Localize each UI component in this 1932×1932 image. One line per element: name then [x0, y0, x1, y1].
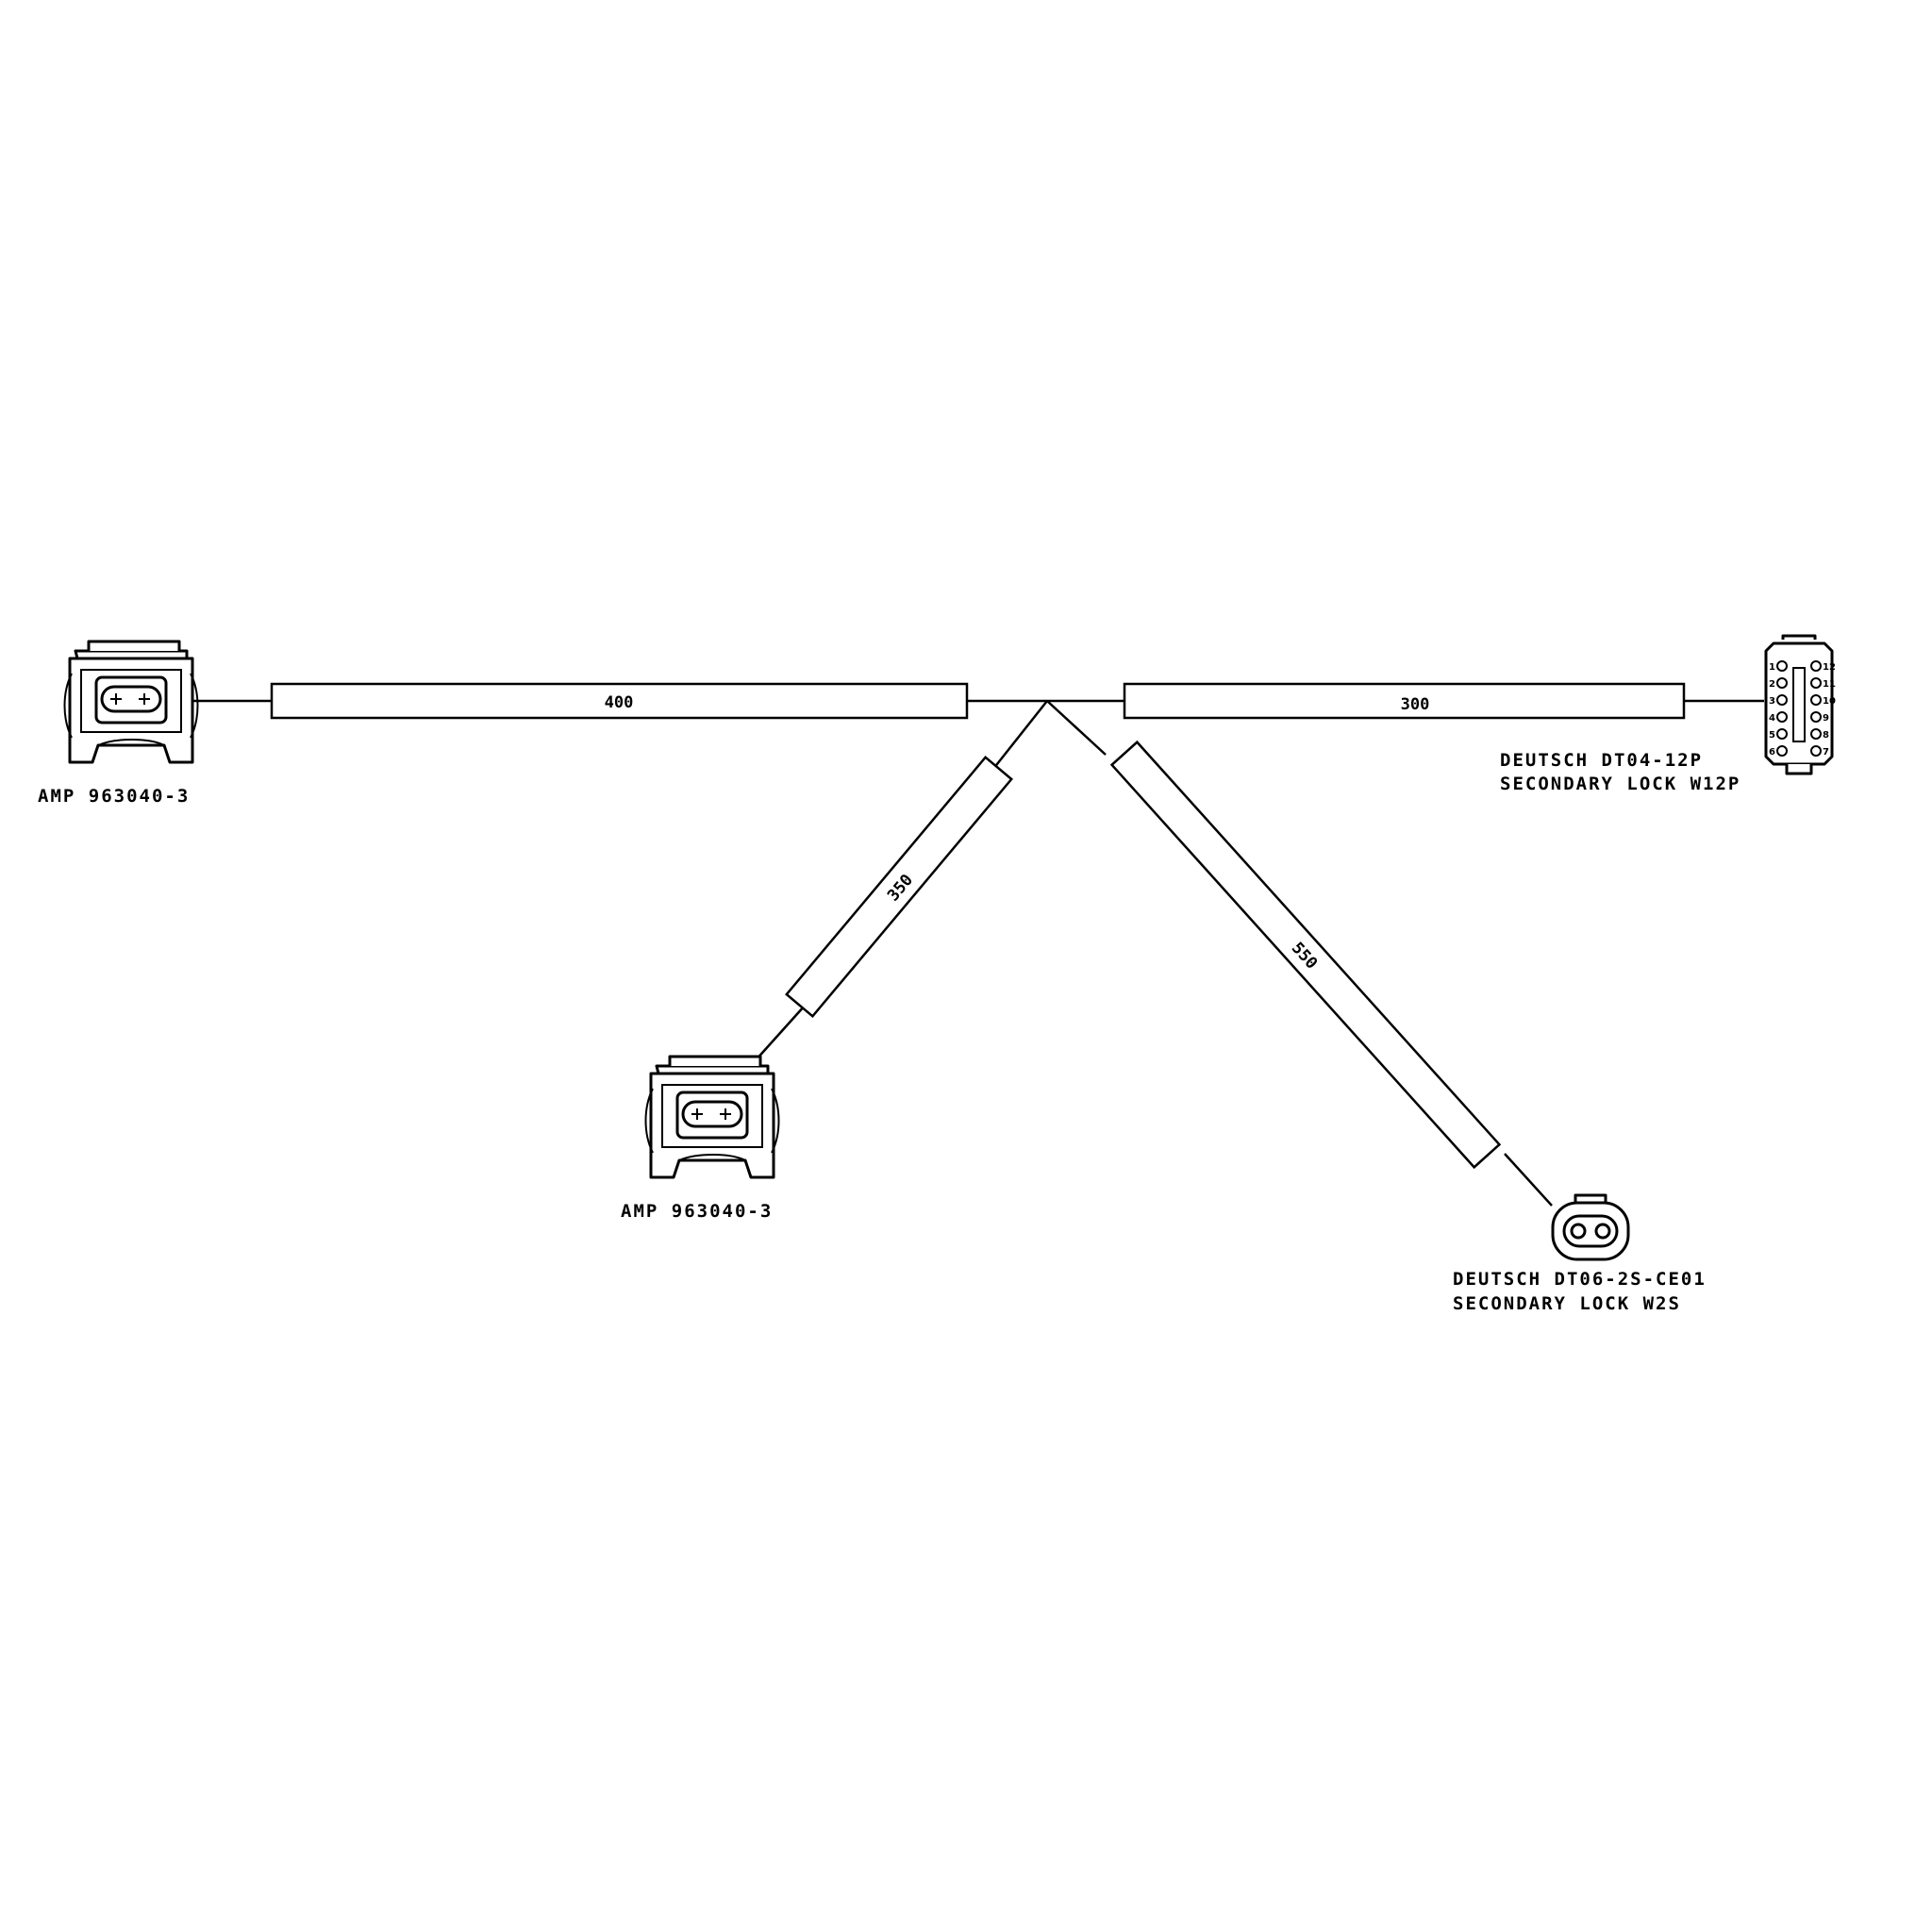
svg-text:1: 1: [1769, 662, 1775, 673]
svg-text:5: 5: [1769, 730, 1775, 741]
amp-connector-lower-label: AMP 963040-3: [621, 1201, 773, 1222]
deutsch-12p-label-line2: SECONDARY LOCK W12P: [1500, 774, 1740, 794]
svg-text:8: 8: [1823, 730, 1829, 741]
svg-text:11: 11: [1823, 679, 1836, 690]
deutsch-12p-label-line1: DEUTSCH DT04-12P: [1500, 750, 1703, 771]
pin-cavities: [1776, 660, 1822, 757]
svg-text:3: 3: [1769, 696, 1775, 707]
svg-text:2: 2: [1769, 679, 1775, 690]
amp-connector-lower: [644, 1055, 780, 1179]
branch-segment-down-left: 350: [785, 756, 1013, 1018]
svg-text:12: 12: [1823, 662, 1836, 673]
amp-connector-left: [63, 640, 199, 764]
branch-length-right: 300: [1401, 695, 1430, 714]
branch-segment-right: 300: [1123, 682, 1686, 720]
amp-connector-left-label: AMP 963040-3: [38, 786, 190, 807]
svg-text:7: 7: [1823, 747, 1829, 758]
branch-segment-left: 400: [270, 682, 969, 720]
svg-text:4: 4: [1769, 713, 1775, 724]
pin-numbers-right: 12 11 10 9 8 7: [1823, 662, 1836, 758]
branch-segment-down-right: 550: [1109, 740, 1502, 1170]
svg-text:9: 9: [1823, 713, 1829, 724]
wire-lines: [192, 699, 1764, 1207]
branch-length-left: 400: [605, 693, 634, 712]
svg-text:10: 10: [1823, 696, 1836, 707]
deutsch-2s-label-line2: SECONDARY LOCK W2S: [1453, 1293, 1681, 1314]
deutsch-2s-label-line1: DEUTSCH DT06-2S-CE01: [1453, 1269, 1707, 1290]
deutsch-2s-connector: [1551, 1193, 1630, 1261]
pin-numbers-left: 1 2 3 4 5 6: [1769, 662, 1775, 758]
deutsch-12p-connector: 1 2 3 4 5 6 12 11 10 9 8 7: [1764, 634, 1836, 775]
svg-text:6: 6: [1769, 747, 1775, 758]
